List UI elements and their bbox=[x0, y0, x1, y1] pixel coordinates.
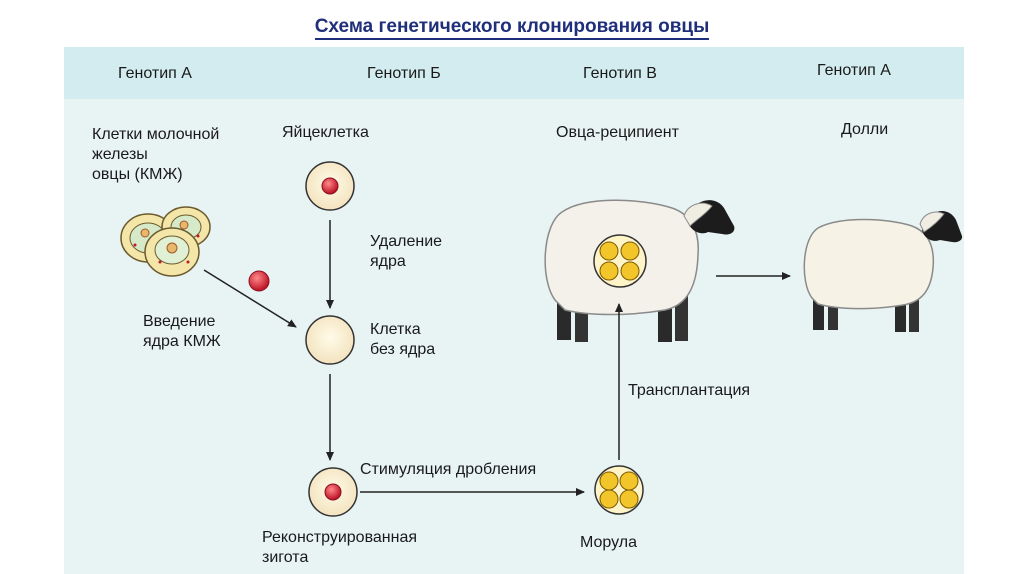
arrow-nucleus-insertion bbox=[203, 269, 297, 328]
zygote-label-1: Реконструированная bbox=[262, 529, 418, 546]
genotype-header-band bbox=[64, 47, 964, 99]
cell-no-nucleus-label-1: Клетка bbox=[370, 321, 421, 338]
genotype-b-label: Генотип Б bbox=[367, 65, 441, 82]
cleavage-stimulation-label: Стимуляция дробления bbox=[360, 461, 537, 478]
genotype-a2-label: Генотип А bbox=[817, 62, 891, 79]
nucleus-insertion-label-1: Введение bbox=[143, 313, 216, 330]
dolly-label: Долли bbox=[841, 121, 889, 138]
mammary-cells-cluster bbox=[120, 206, 211, 277]
genotype-v-label: Генотип В bbox=[583, 65, 657, 82]
egg-label: Яйцеклетка bbox=[282, 124, 369, 141]
reconstructed-zygote bbox=[308, 467, 358, 517]
recipient-sheep bbox=[544, 199, 735, 342]
donor-nucleus bbox=[248, 270, 270, 292]
nucleus-removal-label-2: ядра bbox=[370, 253, 406, 270]
nucleus-insertion-label-2: ядра КМЖ bbox=[143, 333, 221, 350]
egg-cell bbox=[305, 161, 355, 211]
dolly-sheep bbox=[803, 211, 963, 332]
genotype-a-label: Генотип А bbox=[118, 65, 192, 82]
zygote-label-2: зигота bbox=[262, 549, 309, 566]
nucleus-removal-label-1: Удаление bbox=[370, 233, 443, 250]
recipient-label: Овца-реципиент bbox=[556, 124, 679, 141]
page-title: Схема генетического клонирования овцы bbox=[0, 16, 1024, 40]
mammary-cells-label-1: Клетки молочной bbox=[92, 126, 220, 143]
morula-label: Морула bbox=[580, 534, 638, 551]
transplantation-label: Трансплантация bbox=[628, 382, 751, 399]
mammary-cells-label-2: железы bbox=[92, 146, 148, 163]
cell-no-nucleus-label-2: без ядра bbox=[370, 341, 436, 358]
mammary-cells-label-3: овцы (КМЖ) bbox=[92, 166, 183, 183]
enucleated-cell bbox=[305, 315, 355, 365]
morula bbox=[594, 465, 644, 515]
